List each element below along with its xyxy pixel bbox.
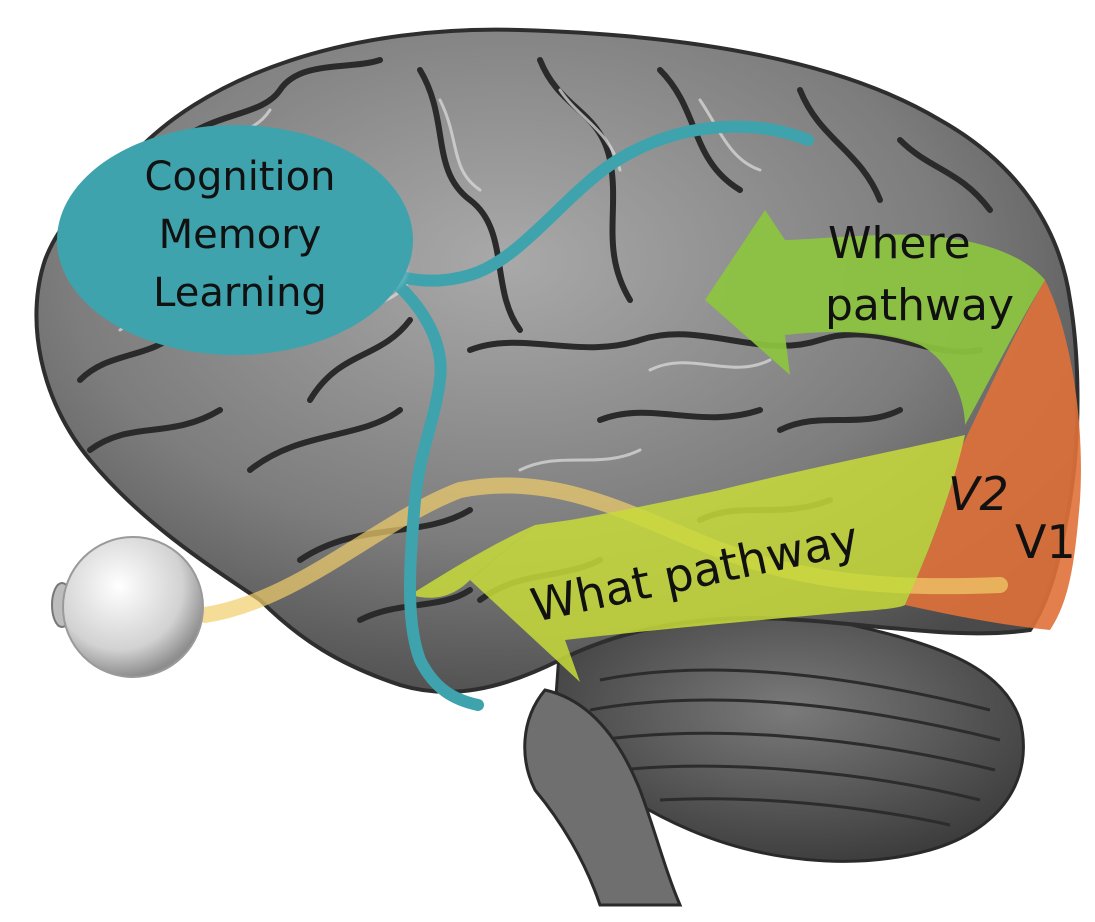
cognition-connector	[376, 120, 814, 711]
brainstem	[523, 688, 683, 907]
where-label-line1: Where	[828, 218, 971, 269]
what-pathway-tail	[410, 525, 535, 598]
cerebellum-folds	[589, 668, 1001, 827]
cognition-bubble	[57, 125, 413, 355]
eyeball-icon	[51, 536, 204, 678]
what-pathway-arrow	[470, 435, 965, 682]
bubble-label-cognition: Cognition	[145, 154, 336, 200]
visual-cortex-region	[905, 280, 1081, 630]
where-label-line2: pathway	[825, 280, 1014, 331]
where-pathway-arrow	[705, 210, 1045, 425]
v2-label: V2	[948, 467, 1009, 521]
v1-label: V1	[1015, 515, 1076, 569]
bubble-label-memory: Memory	[159, 212, 322, 258]
bubble-label-learning: Learning	[153, 270, 327, 316]
